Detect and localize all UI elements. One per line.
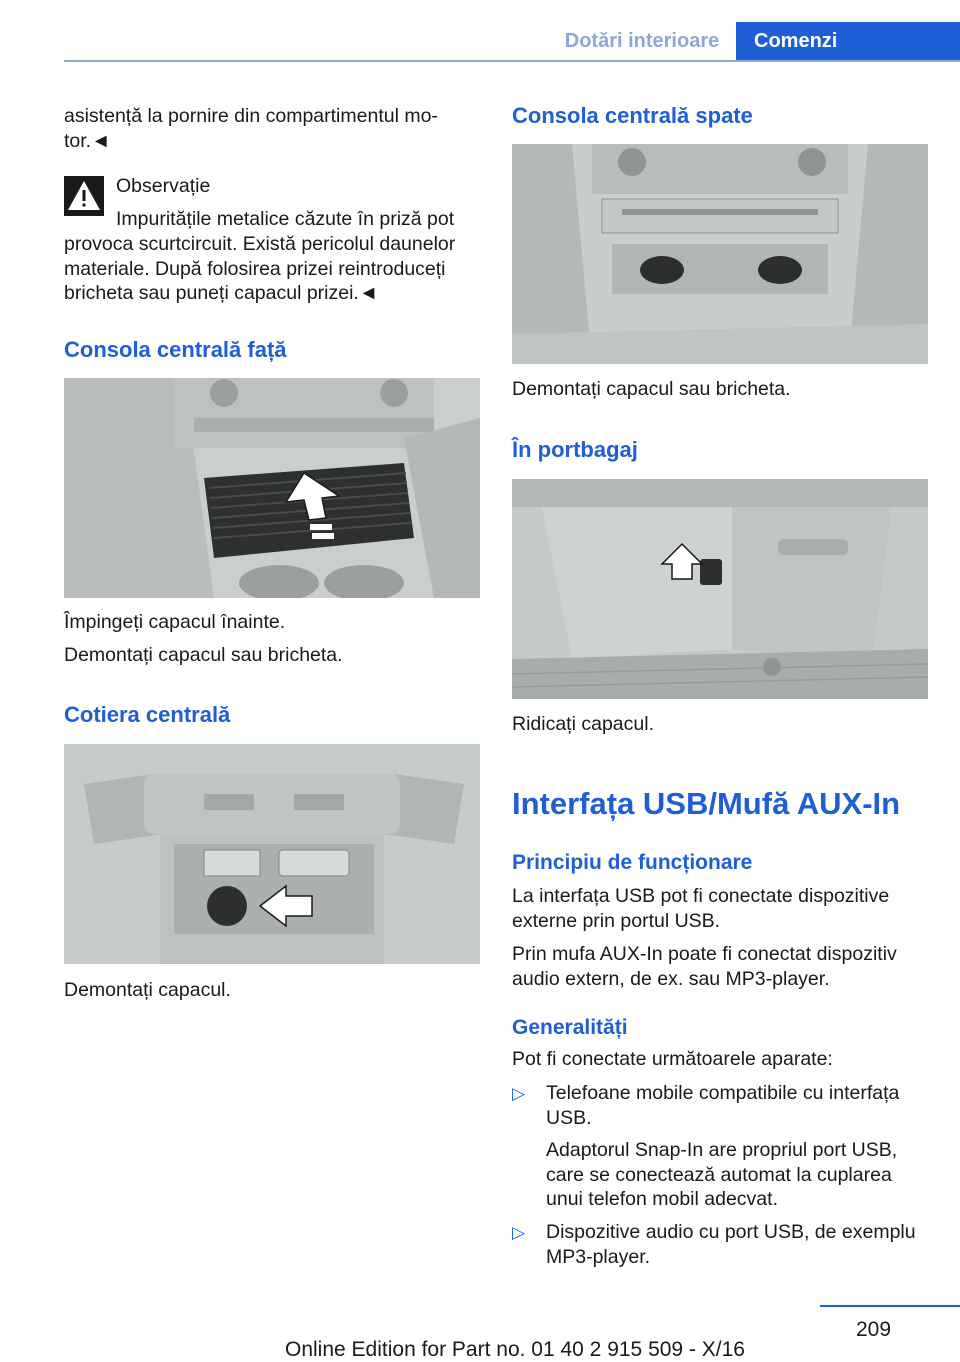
general-heading: Generalități xyxy=(512,1016,628,1039)
trunk-photo xyxy=(512,479,928,699)
intro-text: asistență la pornire din compartimentul … xyxy=(64,104,484,153)
armrest-steps: Demontați capacul. xyxy=(64,978,484,1003)
armrest-heading: Cotiera centrală xyxy=(64,702,231,727)
page-number: 209 xyxy=(856,1318,892,1341)
instruction-step: Demontați capacul. xyxy=(64,979,231,1001)
edition-footer: Online Edition for Part no. 01 40 2 915 … xyxy=(285,1338,745,1361)
bullet-line: USB. xyxy=(546,1106,592,1129)
rear-console-heading: Consola centrală spate xyxy=(512,103,753,128)
trunk-heading: În portbagaj xyxy=(512,437,638,462)
warning-title-block: Observație xyxy=(116,174,476,199)
body-line: Pot fi conectate următoarele aparate: xyxy=(512,1048,833,1070)
warning-icon xyxy=(64,176,104,216)
bullet-marker: ▷ xyxy=(512,1084,526,1103)
rear-console-steps: Demontați capacul sau bricheta. xyxy=(512,377,932,402)
bullet-line: Telefoane mobile compatibile cu interfaț… xyxy=(546,1082,900,1104)
principle-paragraph-1: La interfața USB pot fi conectate dispoz… xyxy=(512,884,932,933)
warning-body: provoca scurtcircuit. Există pericolul d… xyxy=(64,232,484,306)
body-line: audio extern, de ex. sau MP3-player. xyxy=(512,967,830,990)
instruction-step: Ridicați capacul. xyxy=(512,713,654,735)
intro-line: asistență la pornire din compartimentul … xyxy=(64,105,438,127)
warning-first-line-block: Impuritățile metalice căzute în priză po… xyxy=(116,207,476,232)
warning-text-line: materiale. După folosirea prizei reintro… xyxy=(64,257,446,280)
front-console-photo xyxy=(64,378,480,598)
instruction-step: Împingeți capacul înainte. xyxy=(64,611,286,633)
warning-text-line: Impuritățile metalice căzute în priză po… xyxy=(116,208,455,230)
bullet-subline: unui telefon mobil adecvat. xyxy=(546,1188,778,1210)
bullet-item: Dispozitive audio cu port USB, de exempl… xyxy=(546,1220,936,1269)
armrest-photo xyxy=(64,744,480,964)
instruction-step: Demontați capacul sau bricheta. xyxy=(512,378,791,400)
bullet-line: MP3-player. xyxy=(546,1245,651,1268)
front-console-steps: Împingeți capacul înainte. Demontați cap… xyxy=(64,610,484,667)
principle-paragraph-2: Prin mufa AUX-In poate fi conectat dispo… xyxy=(512,942,932,991)
front-console-heading: Consola centrală față xyxy=(64,337,287,362)
header-chapter-tab[interactable]: Comenzi xyxy=(736,22,960,60)
trunk-steps: Ridicați capacul. xyxy=(512,712,932,737)
instruction-step: Demontați capacul sau bricheta. xyxy=(64,643,343,666)
warning-text-line: bricheta sau puneți capacul prizei.◄ xyxy=(64,282,379,304)
warning-text-line: provoca scurtcircuit. Există pericolul d… xyxy=(64,233,456,255)
body-line: externe prin portul USB. xyxy=(512,909,721,932)
bullet-line: Dispozitive audio cu port USB, de exempl… xyxy=(546,1221,916,1243)
bullet-marker: ▷ xyxy=(512,1223,526,1242)
body-line: La interfața USB pot fi conectate dispoz… xyxy=(512,885,890,907)
usb-section-title: Interfața USB/Mufă AUX-In xyxy=(512,786,901,821)
header-section-tab[interactable]: Dotări interioare xyxy=(564,29,720,52)
bullet-subline: care se conectează automat la cuplarea xyxy=(546,1163,892,1186)
principle-heading: Principiu de funcționare xyxy=(512,851,753,874)
rear-console-photo xyxy=(512,144,928,364)
intro-line: tor.◄ xyxy=(64,129,111,152)
general-text: Pot fi conectate următoarele aparate: xyxy=(512,1047,932,1072)
bullet-item: Telefoane mobile compatibile cu interfaț… xyxy=(546,1081,936,1212)
bullet-subline: Adaptorul Snap-In are propriul port USB, xyxy=(546,1139,898,1161)
footer-divider xyxy=(820,1305,960,1307)
header-divider xyxy=(64,60,960,62)
warning-title: Observație xyxy=(116,175,211,197)
body-line: Prin mufa AUX-In poate fi conectat dispo… xyxy=(512,943,897,965)
